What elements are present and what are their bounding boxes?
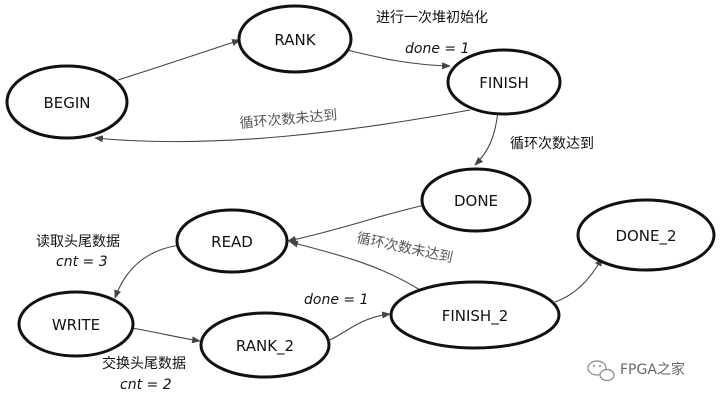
state-begin: BEGIN	[5, 64, 129, 140]
note-swap-head-tail: 交换头尾数据	[102, 355, 186, 372]
edge-begin-to-rank	[117, 39, 241, 81]
edge-read-to-write	[114, 244, 181, 299]
note-read-head-tail: 读取头尾数据	[36, 233, 120, 250]
state-finish: FINISH	[446, 48, 562, 116]
watermark-text: FPGA之家	[620, 361, 685, 378]
state-write-shape	[17, 290, 135, 358]
state-rank: RANK	[237, 4, 353, 74]
state-write: WRITE	[17, 290, 135, 358]
edge-finish2-to-read	[289, 240, 421, 291]
state-done-label: DONE	[454, 192, 498, 210]
cond-done-eq-1-top: done = 1	[405, 41, 469, 57]
edge-rank-to-finish	[346, 49, 451, 70]
state-rank-shape	[237, 4, 353, 74]
state-done-2-label: DONE_2	[615, 227, 676, 246]
state-done-shape	[420, 167, 532, 233]
state-done-2-shape	[576, 198, 716, 272]
edge-finish-to-done	[474, 111, 499, 166]
state-rank-label: RANK	[274, 31, 316, 49]
edge-finish-to-begin	[94, 109, 471, 143]
watermark: FPGA之家	[587, 360, 685, 382]
state-done: DONE	[420, 167, 532, 233]
cond-cnt-eq-3: cnt = 3	[56, 254, 108, 270]
note-loop-reached: 循环次数达到	[510, 136, 594, 152]
note-loop-not-reached-bottom: 循环次数未达到	[355, 230, 454, 266]
state-read-label: READ	[211, 233, 253, 251]
state-finish-2: FINISH_2	[389, 280, 561, 350]
state-rank-2-label: RANK_2	[236, 337, 294, 356]
state-finish-label: FINISH	[479, 74, 529, 92]
edge-write-to-rank2	[131, 327, 201, 344]
edge-rank2-to-finish2	[329, 311, 391, 341]
edge-finish2-to-done2	[554, 257, 603, 303]
transitions	[94, 39, 603, 344]
state-read-shape	[175, 208, 289, 274]
state-begin-shape	[5, 64, 129, 140]
state-done-2: DONE_2	[576, 198, 716, 272]
state-read: READ	[175, 208, 289, 274]
state-rank-2-shape	[199, 311, 331, 379]
edge-done-to-read	[287, 204, 426, 243]
state-begin-label: BEGIN	[43, 94, 90, 112]
state-finish-shape	[446, 48, 562, 116]
wechat-icon	[587, 360, 615, 382]
note-init-once: 进行一次堆初始化	[376, 9, 488, 26]
state-finish-2-shape	[389, 280, 561, 350]
state-rank-2: RANK_2	[199, 311, 331, 379]
state-finish-2-label: FINISH_2	[442, 307, 509, 326]
cond-cnt-eq-2: cnt = 2	[120, 377, 172, 393]
cond-done-eq-1-bottom: done = 1	[304, 292, 368, 308]
note-loop-not-reached-top: 循环次数未达到	[239, 108, 338, 132]
state-write-label: WRITE	[52, 316, 100, 334]
